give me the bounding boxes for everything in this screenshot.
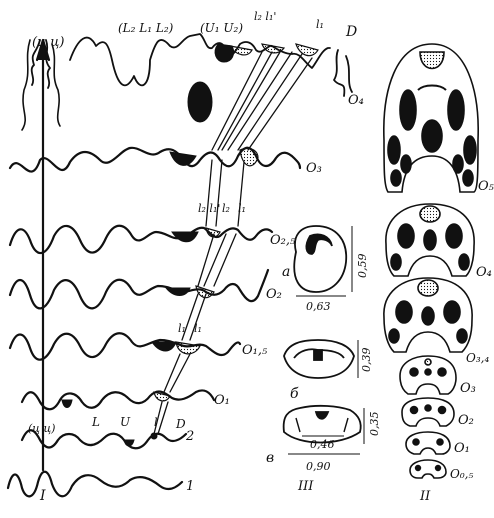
shell-o0-5 (410, 460, 446, 478)
label-top-D: D (345, 24, 357, 40)
label-bottom-U: U (120, 415, 131, 429)
label-a-height: 0,59 (356, 254, 369, 279)
shell-o3 (400, 356, 456, 394)
dark-lobes (62, 44, 234, 446)
label-mid-4: l₁ (194, 322, 202, 335)
shell-o4 (386, 204, 474, 276)
label-shell-o3: O₃ (460, 381, 476, 396)
label-top-group1: (L₂ L₁ L₂) (118, 21, 174, 35)
shell-o3-4 (384, 278, 472, 352)
label-section-c: в (266, 450, 274, 466)
shell-o1 (406, 432, 450, 454)
label-mid-1: l₂ (222, 202, 230, 215)
label-numeral-II: II (419, 489, 431, 504)
suture-line-1 (8, 472, 182, 497)
label-bottom-l: l (154, 416, 158, 429)
label-stage-o4: O₄ (348, 93, 364, 108)
shell-o5 (384, 44, 478, 192)
label-c-inner: 0,46 (310, 438, 335, 451)
label-top-group4: l₁ (316, 18, 324, 31)
suture-line-o1-5 (10, 333, 240, 359)
label-shell-o4: O₄ (476, 265, 492, 280)
middle-labels: а 0,63 0,59 б 0,39 в 0,46 0,90 0,35 III (266, 254, 381, 495)
label-c-height: 0,35 (368, 412, 381, 437)
suture-line-o2 (10, 270, 268, 308)
label-stage-o1: O₁ (214, 393, 230, 408)
suture-line-o4-tail (334, 50, 352, 96)
label-mid-3: l₁ (178, 322, 186, 335)
label-stage-o1-5: O₁,₅ (242, 343, 268, 358)
label-c-width: 0,90 (306, 460, 331, 473)
label-shell-o3-4: O₃,₄ (466, 351, 489, 365)
section-a (294, 226, 352, 296)
label-bottom-D: D (175, 417, 186, 431)
label-shell-o0-5: O₀,₅ (450, 467, 473, 481)
label-shell-o2: O₂ (458, 413, 474, 428)
suture-line-o2-5 (10, 226, 272, 253)
label-stage-2: 2 (185, 429, 194, 444)
label-a-width: 0,63 (306, 300, 331, 313)
label-section-b: б (290, 386, 299, 402)
label-numeral-III: III (297, 479, 314, 494)
label-stage-1: 1 (186, 479, 194, 494)
label-mid-0: l₂ l₁' (198, 202, 220, 215)
label-bottom-v: (ц ц) (28, 422, 55, 435)
label-top-left: (ц ц) (32, 35, 64, 50)
section-b (284, 340, 358, 378)
label-top-group2: (U₁ U₂) (200, 21, 243, 35)
label-mid-2: l₁ (238, 202, 246, 215)
label-shell-o1: O₁ (454, 441, 470, 456)
label-section-a: а (282, 264, 290, 280)
label-b-height: 0,39 (360, 348, 373, 373)
label-numeral-I: I (39, 488, 46, 504)
shell-o2 (402, 398, 454, 426)
label-top-group3: l₂ l₁' (254, 10, 276, 23)
label-stage-o3: O₃ (306, 161, 322, 176)
dotted-lobes (154, 44, 318, 401)
label-stage-o2: O₂ (266, 287, 282, 302)
label-bottom-L: L (91, 415, 100, 429)
cross-sections (284, 226, 364, 454)
suture-line-o1 (22, 390, 214, 409)
label-stage-o2-5: O₂,₅ (270, 233, 296, 248)
label-shell-o5: O₅ (478, 179, 494, 194)
